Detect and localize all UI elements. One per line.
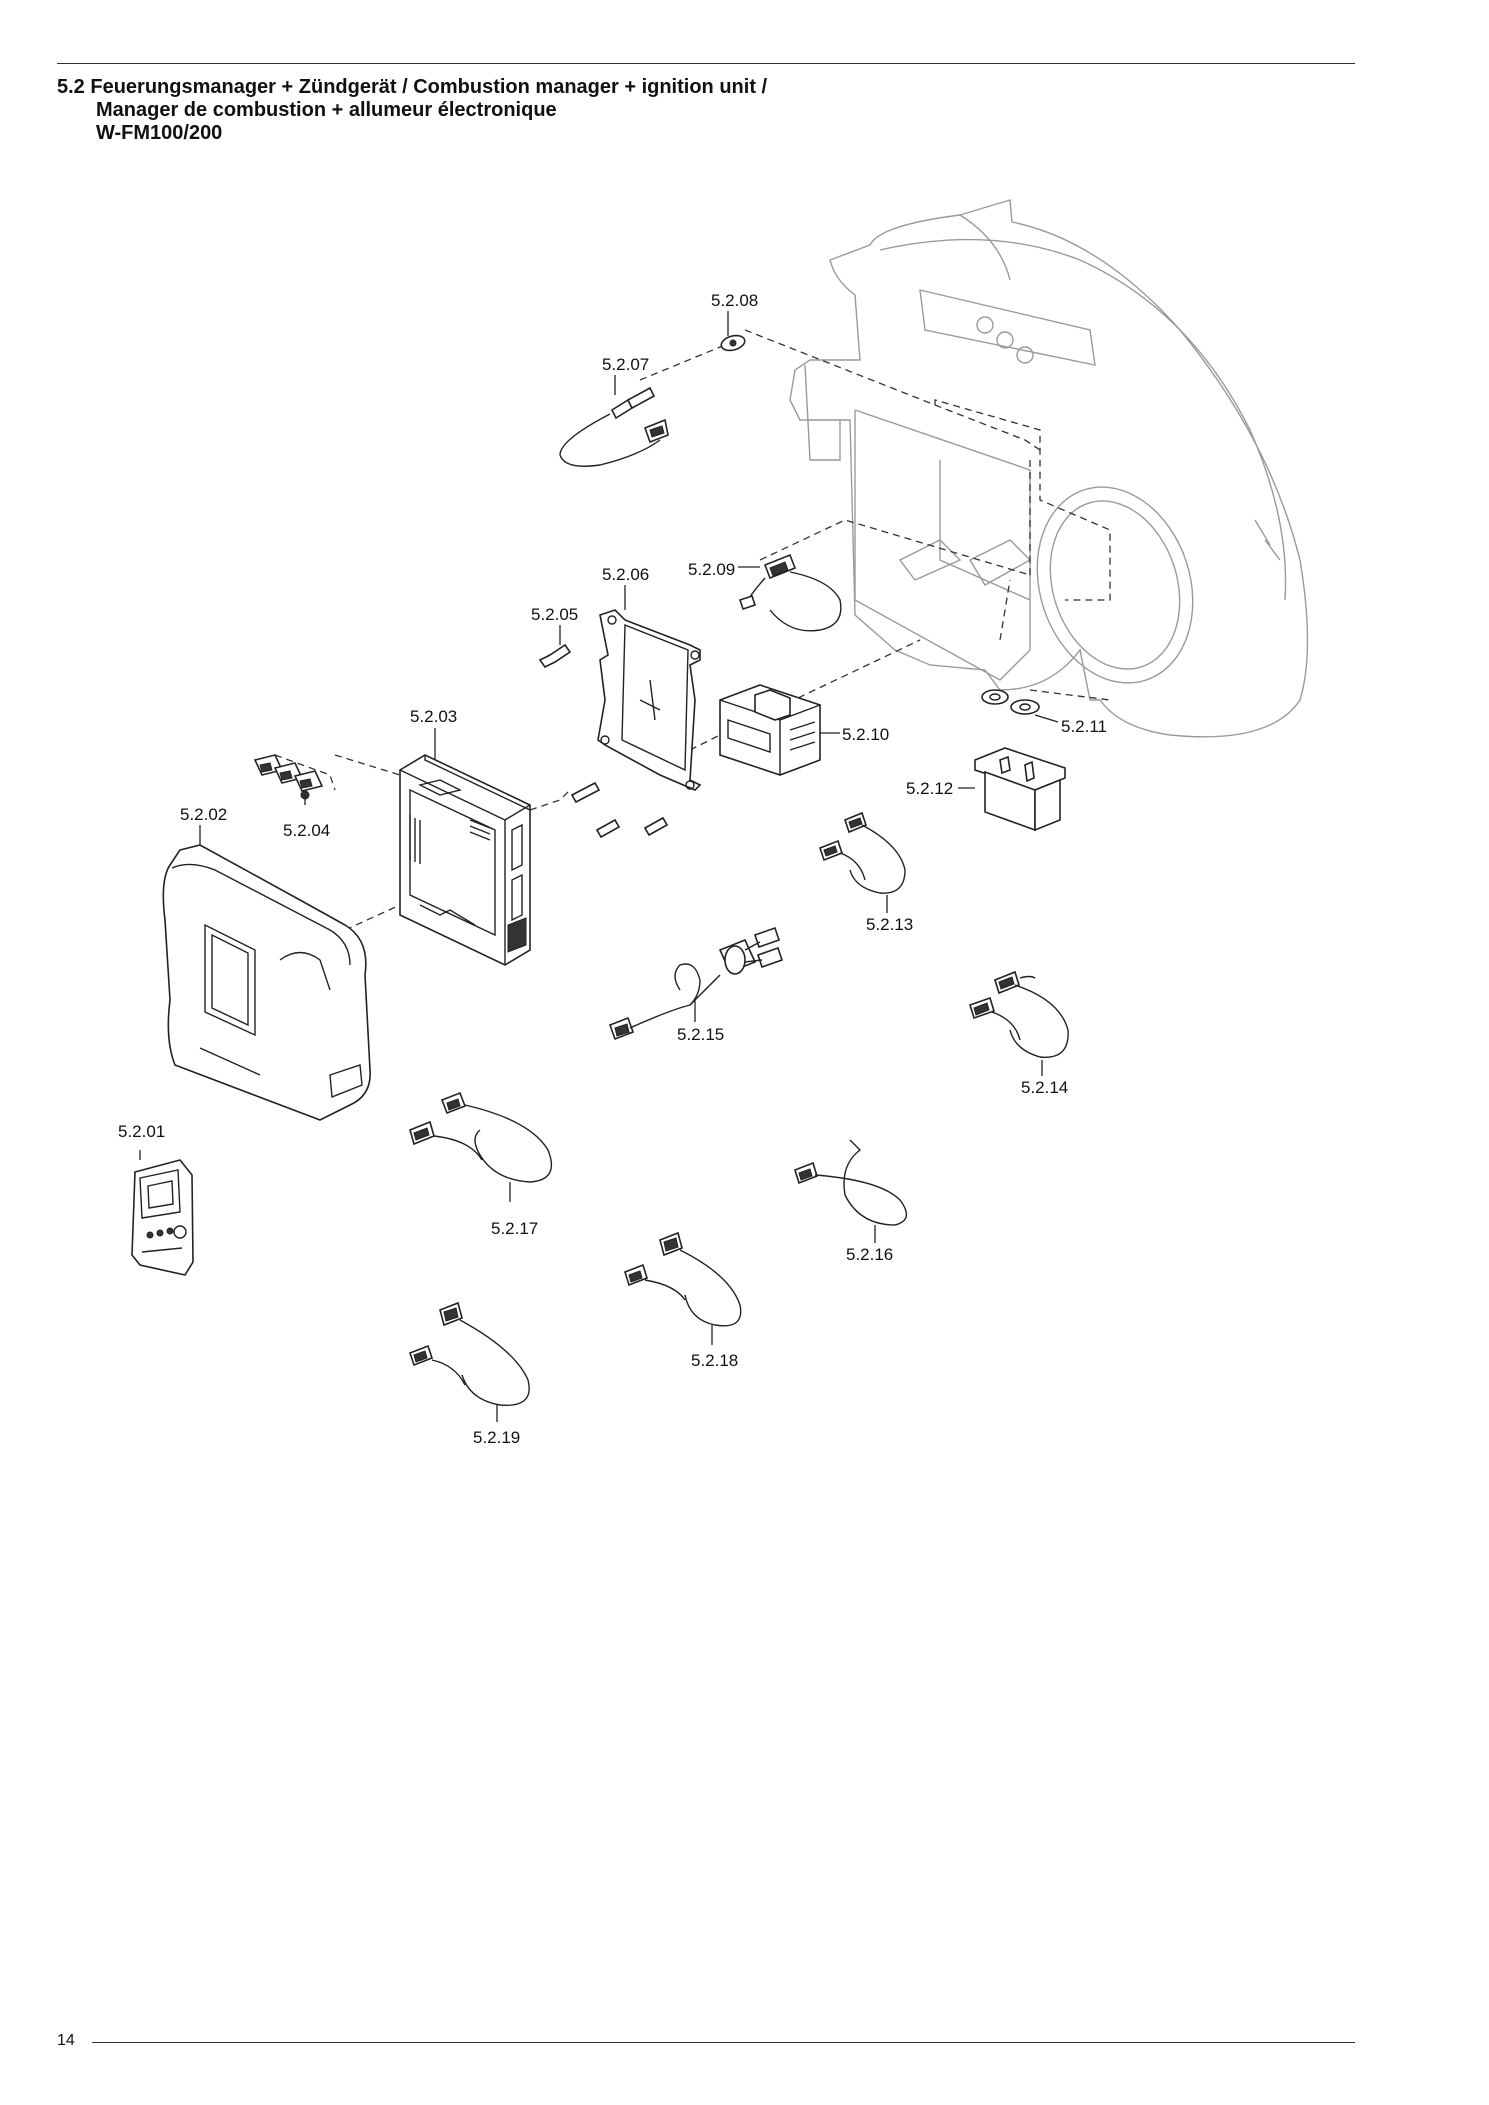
label-5-2-10: 5.2.10 — [842, 725, 889, 744]
plug-connectors — [253, 754, 336, 800]
label-5-2-04: 5.2.04 — [283, 821, 330, 840]
label-5-2-02: 5.2.02 — [180, 805, 227, 824]
section-title-line2: Manager de combustion + allumeur électro… — [96, 99, 557, 121]
label-5-2-08: 5.2.08 — [711, 291, 758, 310]
cable-5214 — [969, 970, 1069, 1058]
label-5-2-05: 5.2.05 — [531, 605, 578, 624]
label-5-2-14: 5.2.14 — [1021, 1078, 1068, 1097]
mounting-plate — [597, 609, 702, 791]
gasket — [720, 334, 746, 352]
label-5-2-12: 5.2.12 — [906, 779, 953, 798]
cover-hood — [162, 844, 371, 1121]
washers — [981, 689, 1040, 715]
cable-5218 — [624, 1231, 742, 1327]
ignition-unit — [974, 747, 1066, 832]
control-unit — [399, 754, 531, 966]
model-designation: W-FM100/200 — [96, 122, 223, 144]
label-5-2-18: 5.2.18 — [691, 1351, 738, 1370]
label-5-2-17: 5.2.17 — [491, 1219, 538, 1238]
label-5-2-16: 5.2.16 — [846, 1245, 893, 1264]
label-5-2-15: 5.2.15 — [677, 1025, 724, 1044]
label-5-2-11: 5.2.11 — [1061, 717, 1107, 736]
burner-housing — [789, 199, 1309, 738]
cable-5217 — [409, 1091, 553, 1183]
label-5-2-09: 5.2.09 — [688, 560, 735, 579]
assembly-lines — [334, 329, 1111, 931]
label-5-2-01: 5.2.01 — [118, 1122, 165, 1141]
flame-sensor-cable — [738, 553, 842, 632]
wiring-harness — [608, 926, 784, 1041]
section-title: 5.2 Feuerungsmanager + Zündgerät / Combu… — [57, 76, 768, 98]
label-5-2-03: 5.2.03 — [410, 707, 457, 726]
ignition-transformer — [719, 684, 821, 776]
label-5-2-19: 5.2.19 — [473, 1428, 520, 1447]
footer-rule — [92, 2042, 1355, 2043]
label-5-2-06: 5.2.06 — [602, 565, 649, 584]
sensor-cable — [559, 386, 669, 467]
cable-5219 — [409, 1301, 530, 1406]
cable-5213 — [819, 811, 906, 894]
label-5-2-07: 5.2.07 — [602, 355, 649, 374]
label-5-2-13: 5.2.13 — [866, 915, 913, 934]
display-module — [131, 1159, 194, 1276]
cable-5216 — [794, 1139, 908, 1226]
header-rule — [57, 63, 1355, 64]
page-number: 14 — [57, 2032, 75, 2049]
leader-lines — [139, 311, 1059, 1422]
